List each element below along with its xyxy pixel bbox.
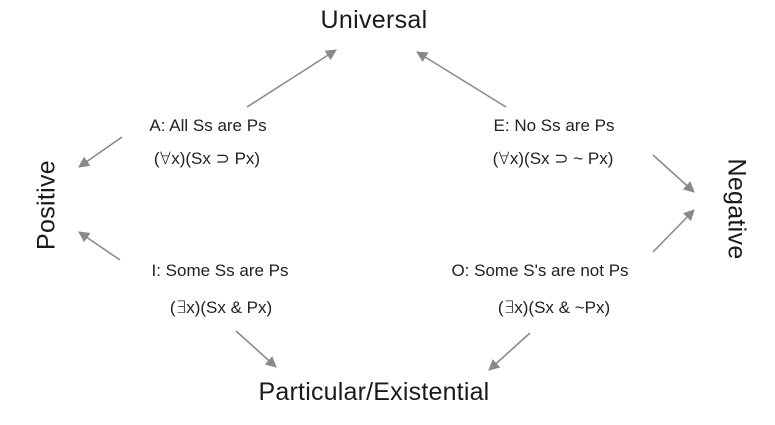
arrow-o-to-particular <box>488 332 531 371</box>
positive-label: Positive <box>32 160 61 250</box>
arrow-e-to-universal <box>416 51 507 108</box>
negative-label: Negative <box>722 158 751 260</box>
proposition-i-formula: (∃x)(Sx & Px) <box>169 298 273 317</box>
proposition-o-statement: O: Some S's are not Ps <box>451 261 629 280</box>
proposition-e-statement: E: No Ss are Ps <box>493 116 615 135</box>
proposition-i-statement: I: Some Ss are Ps <box>151 261 289 280</box>
proposition-o-formula: (∃x)(Sx & ~Px) <box>497 298 611 317</box>
universal-label: Universal <box>320 6 428 34</box>
proposition-e-formula: (∀x)(Sx ⊃ ~ Px) <box>492 149 614 168</box>
arrow-i-to-positive <box>78 231 121 261</box>
arrow-a-to-universal <box>246 49 337 108</box>
arrow-a-to-positive <box>78 136 123 168</box>
arrow-e-to-negative <box>652 154 695 193</box>
arrow-o-to-negative <box>652 209 695 253</box>
proposition-a-statement: A: All Ss are Ps <box>149 116 267 135</box>
proposition-a-formula: (∀x)(Sx ⊃ Px) <box>153 149 261 168</box>
arrow-i-to-particular <box>235 330 277 368</box>
particular-existential-label: Particular/Existential <box>258 378 490 406</box>
